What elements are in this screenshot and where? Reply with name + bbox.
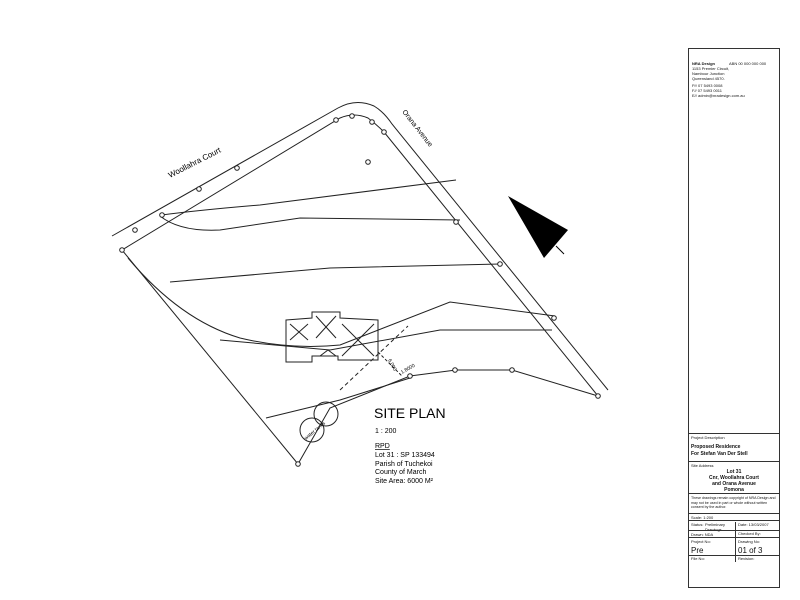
status-row: Status: Preliminary Drawings Date: 13/03… — [689, 520, 779, 532]
file-row: File No: Revision: — [689, 555, 779, 562]
scale-row: Scale: 1:200 — [689, 513, 779, 520]
site-plan-title: SITE PLAN — [374, 405, 446, 421]
contour-line-3 — [169, 263, 501, 283]
project-no-label: Project No: — [691, 539, 711, 544]
status-value: Preliminary Drawings — [705, 522, 726, 532]
site-address-4: Pomona — [724, 487, 744, 493]
site-area-line: Site Area: 6000 M² — [375, 478, 434, 485]
fax: F// 07 5493 0011 — [692, 88, 722, 93]
road-label-east: Orana Avenue — [400, 109, 433, 149]
contour-line-6 — [265, 377, 411, 419]
revision-label: Revision: — [735, 556, 754, 562]
rpd-heading: RPD — [375, 443, 390, 450]
south-boundary — [297, 369, 599, 465]
water-tank-1 — [299, 417, 325, 443]
address-line-2: Nambour Junction — [692, 71, 725, 76]
drawing-no-label: Drawing No: — [738, 539, 761, 544]
road-edge-outer — [111, 102, 609, 391]
site-address-3: and Orana Avenue — [712, 481, 756, 487]
phone: P// 07 5493 0008 — [692, 83, 723, 88]
road-edge-inner — [121, 114, 599, 397]
survey-pegs — [119, 113, 601, 467]
contour-line-5 — [219, 329, 552, 351]
scale-label: Scale: 1:200 — [691, 515, 714, 520]
company-name: NRA Design — [692, 61, 715, 66]
west-boundary — [121, 249, 299, 465]
site-address-1: Lot 31 — [726, 469, 742, 475]
drawn-label: Drawn: NDA — [691, 532, 714, 537]
parish-line: Parish of Tuchekoi — [375, 461, 433, 468]
project-no: Pre — [691, 546, 704, 555]
numbers-row: Project No: Pre Drawing No: 01 of 3 — [689, 537, 781, 556]
road-label-north: Woollahra Court — [167, 145, 223, 180]
address-line-3: Queensland 4570. — [692, 76, 725, 81]
date-label: Date: 13/03/2007 — [735, 522, 769, 531]
lot-line: Lot 31 : SP 133494 — [375, 452, 435, 459]
address-line-1: 1153 Premier Circuit, — [692, 66, 730, 71]
drawing-no-cell: Drawing No: 01 of 3 — [735, 538, 781, 556]
dimension-line — [339, 325, 409, 391]
contour-line-1 — [161, 179, 457, 216]
site-address-label: Site Address — [691, 463, 714, 468]
county-line: County of March — [375, 469, 426, 476]
title-block: NRA Design ABN 00 000 000 000 1153 Premi… — [688, 48, 780, 588]
dimension-label-b: 1.8000 — [400, 363, 416, 376]
dimension-label-a: 6.000 — [386, 358, 397, 372]
drawing-no: 01 of 3 — [738, 546, 763, 555]
project-description-1: Proposed Residence — [691, 444, 741, 450]
copyright-section: These drawings remain copyright of NRA D… — [689, 493, 779, 513]
file-label: File No: — [691, 556, 705, 561]
project-description-label: Project Description — [691, 435, 725, 440]
contour-line-4 — [127, 257, 556, 347]
site-address-2: Cnr, Woollahra Court — [709, 475, 759, 481]
house-footprint — [285, 311, 379, 363]
water-tank-2 — [313, 401, 339, 427]
email: E// admin@nradesign.com.au — [692, 93, 745, 98]
project-description-section: Project Description Proposed Residence F… — [689, 433, 779, 461]
checked-label: Checked By: — [735, 531, 761, 538]
north-arrow-icon — [508, 196, 568, 258]
status-label: Status: — [691, 522, 704, 527]
site-address-section: Site Address Lot 31 Cnr, Woollahra Court… — [689, 461, 779, 493]
site-plan-scale: 1 : 200 — [375, 428, 397, 435]
copyright-note: These drawings remain copyright of NRA D… — [691, 496, 776, 509]
company-sub: ABN 00 000 000 000 — [729, 61, 767, 66]
contour-line-2 — [159, 215, 461, 231]
drawn-row: Drawn: NDA Checked By: — [689, 530, 779, 538]
project-description-2: For Stefan Van Der Stell — [691, 451, 748, 457]
